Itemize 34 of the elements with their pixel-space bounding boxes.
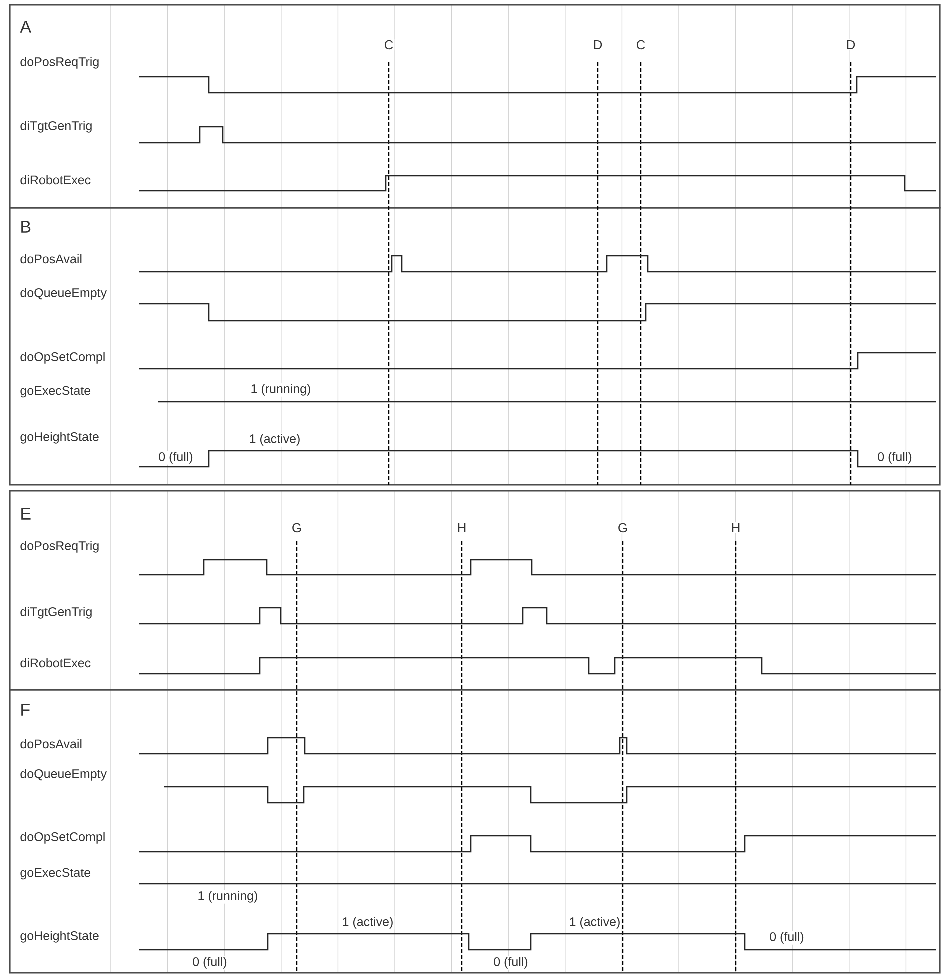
panel-letter: E <box>22 508 31 520</box>
signal-name: diTgtGenTrig <box>20 607 92 619</box>
signal-name: diRobotExec <box>20 175 91 185</box>
signal-name: goHeightState <box>20 432 99 444</box>
state-value: 0 (full) <box>158 451 194 465</box>
state-value: 1 (running) <box>250 383 312 397</box>
state-value: 1 (active) <box>568 916 622 930</box>
marker-label: H <box>730 522 742 534</box>
signal-name: doPosAvail <box>20 739 82 749</box>
signal-name: doQueueEmpty <box>20 769 108 781</box>
state-value: 1 (running) <box>196 890 260 904</box>
signal-name: doOpSetCompl <box>20 832 105 844</box>
panel-letter: B <box>22 221 31 233</box>
state-value: 0 (full) <box>192 956 228 970</box>
signal-name: goExecState <box>20 868 91 880</box>
state-value: 1 (active) <box>341 916 395 930</box>
state-value: 0 (full) <box>768 931 806 945</box>
signal-name: doPosReqTrig <box>20 541 99 553</box>
signal-name: doOpSetCompl <box>20 352 105 364</box>
signal-name: doQueueEmpty <box>20 288 108 300</box>
panel-letter: F <box>22 704 30 716</box>
state-value: 0 (full) <box>876 451 914 465</box>
signal-name: doPosAvail <box>20 254 82 264</box>
marker-label: D <box>845 40 857 50</box>
state-value: 0 (full) <box>492 956 530 970</box>
signal-name: goExecState <box>20 386 91 398</box>
signal-name: doPosReqTrig <box>20 57 99 69</box>
marker-label: D <box>592 40 604 50</box>
signal-name: diTgtGenTrig <box>20 121 92 133</box>
state-value: 1 (active) <box>248 433 302 447</box>
panel-letter: A <box>20 21 32 33</box>
marker-label: H <box>456 522 468 534</box>
signal-name: diRobotExec <box>20 658 91 668</box>
signal-name: goHeightState <box>20 931 99 943</box>
